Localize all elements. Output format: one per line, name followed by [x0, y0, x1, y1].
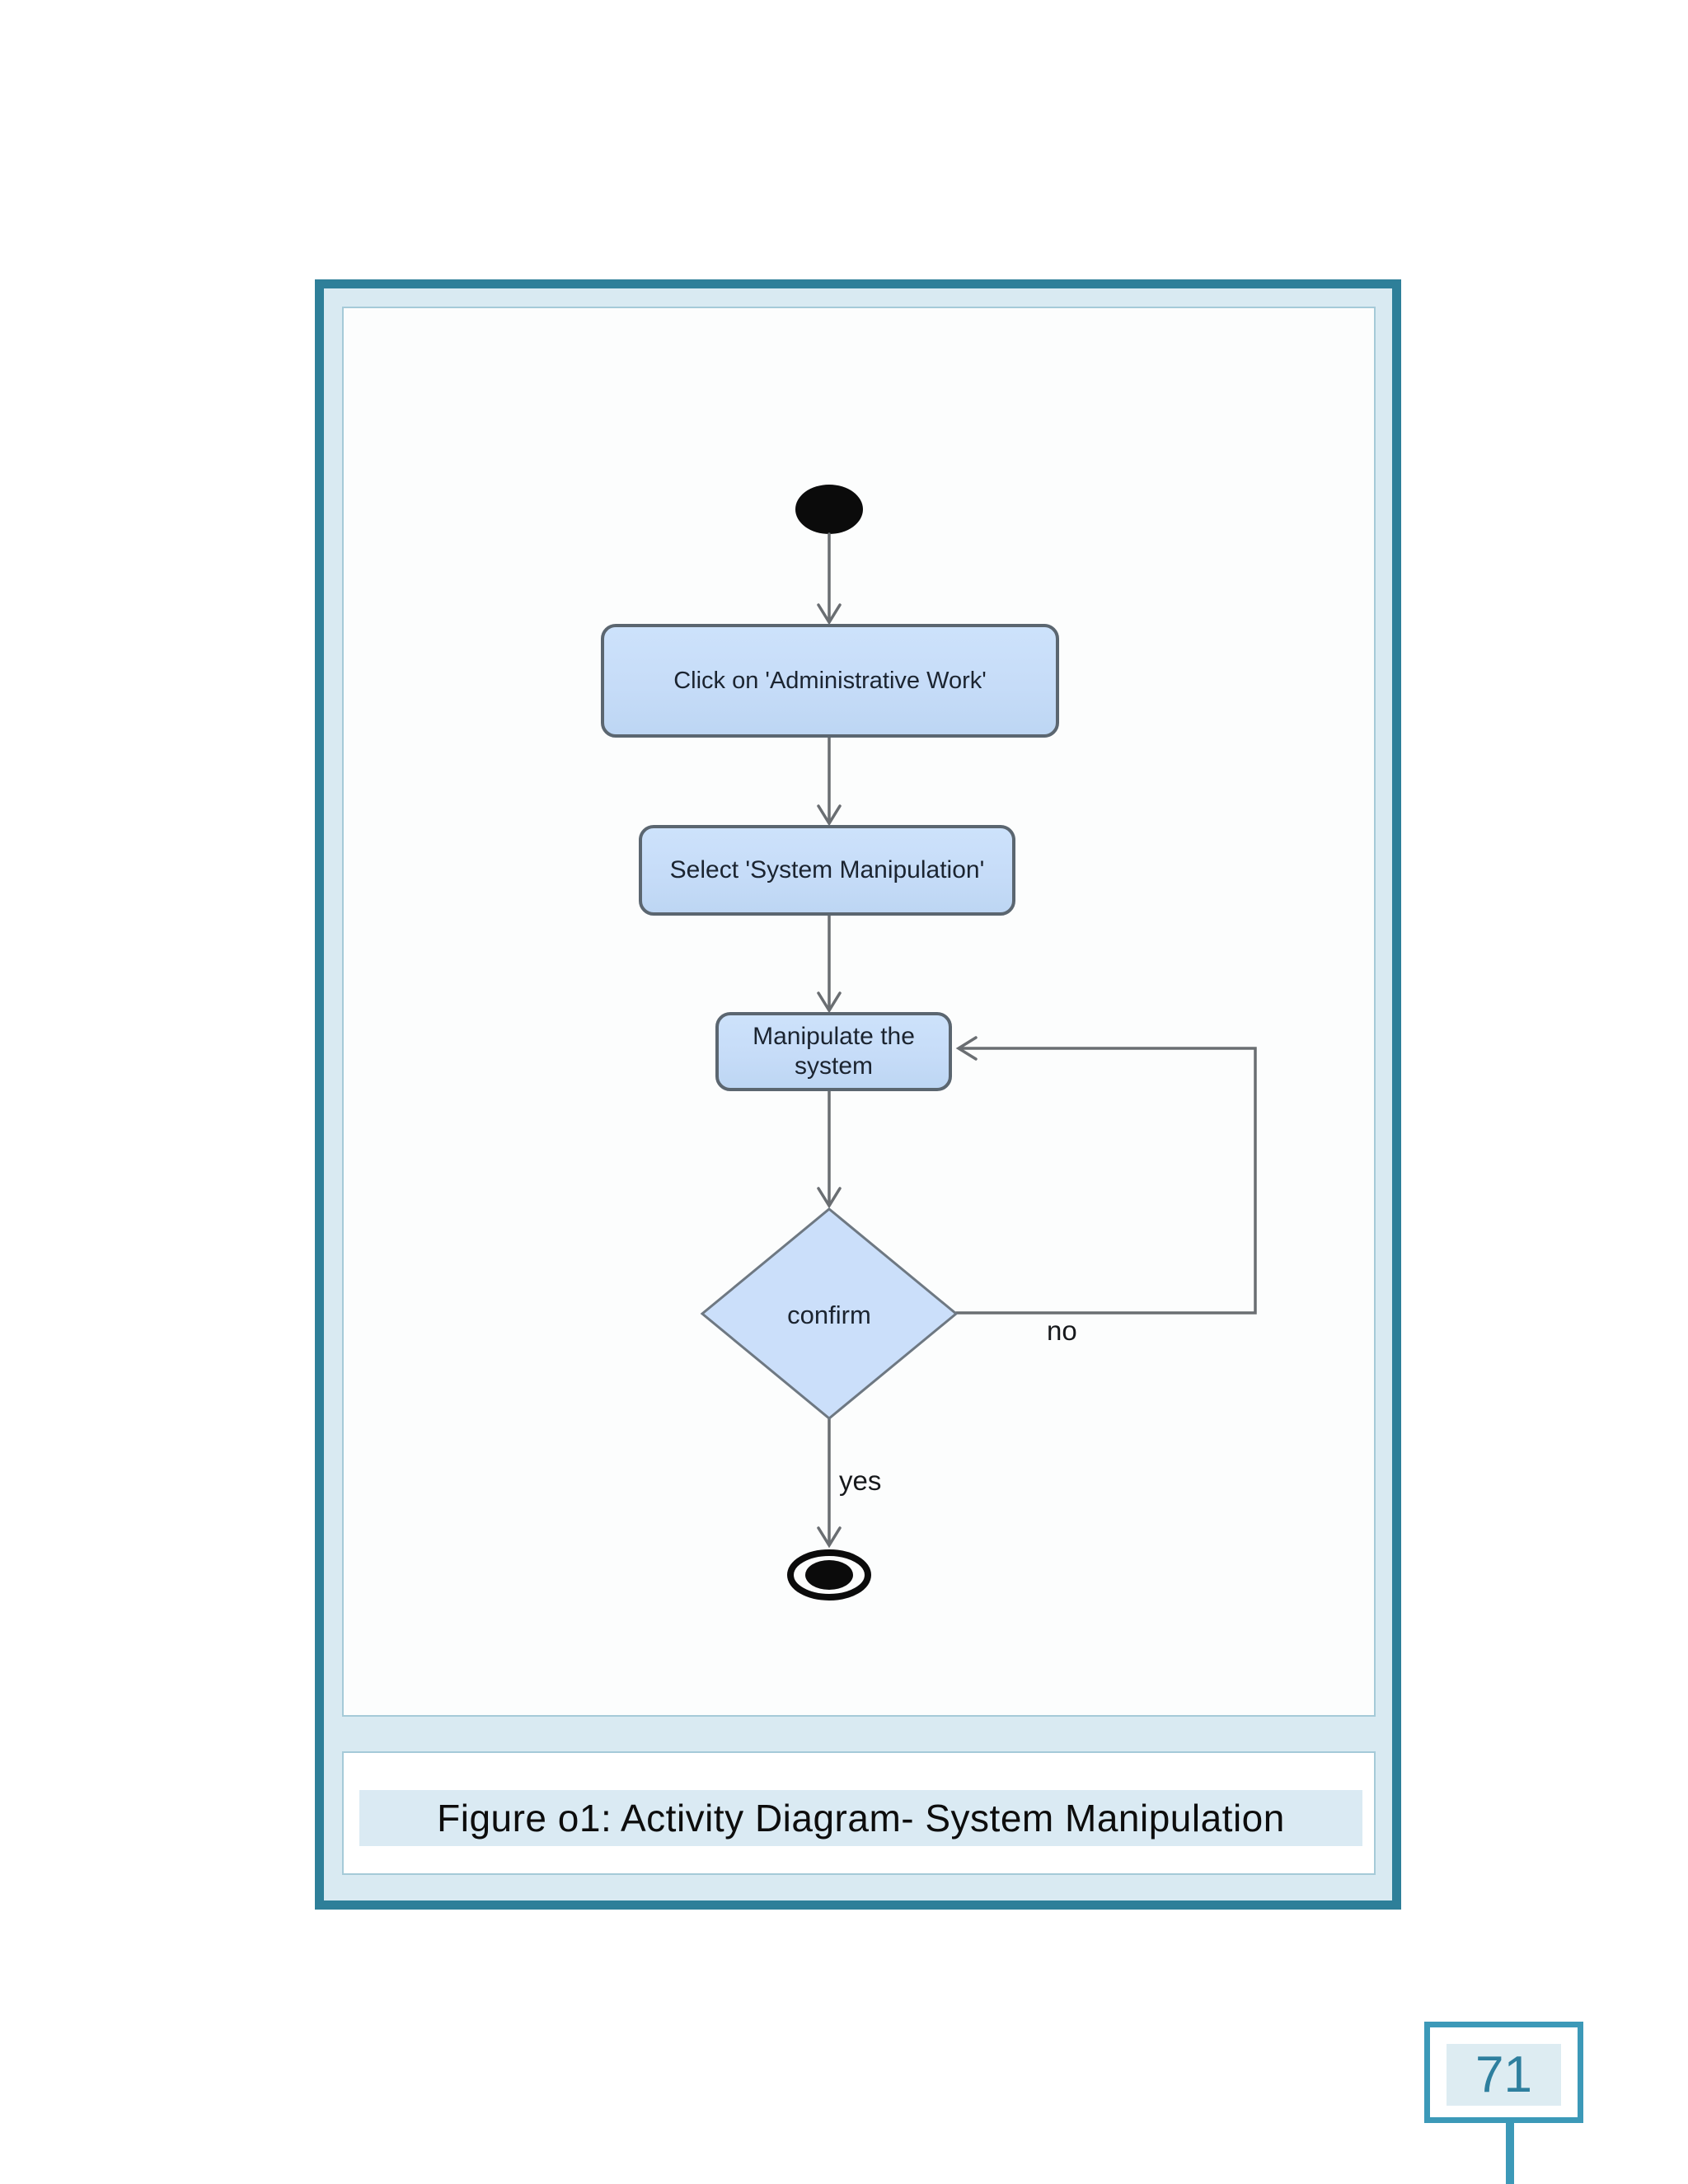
activity-node-label-line2: system: [794, 1052, 873, 1080]
decision-diamond: [700, 1207, 959, 1420]
arrowhead-action2: [817, 804, 842, 827]
page-number-stem: [1506, 2121, 1514, 2184]
activity-node-label: Manipulate the system: [753, 1022, 915, 1081]
final-node-core-icon: [805, 1560, 853, 1590]
figure-caption: Figure o1: Activity Diagram- System Mani…: [359, 1790, 1362, 1846]
figure-frame: Click on 'Administrative Work' Select 'S…: [315, 279, 1401, 1910]
arrowhead-action1: [817, 603, 842, 626]
initial-node-icon: [795, 485, 863, 534]
arrowhead-end: [817, 1526, 842, 1549]
edge-label-no: no: [1047, 1315, 1077, 1346]
activity-node-label-line1: Manipulate the: [753, 1023, 915, 1050]
arrowhead-action3: [817, 991, 842, 1014]
final-node-ring-icon: [787, 1549, 871, 1601]
connector-no-loop: [954, 1047, 1257, 1315]
edge-label-yes: yes: [839, 1465, 882, 1496]
activity-node-manipulate-the-system: Manipulate the system: [715, 1012, 952, 1091]
figure-caption-panel: Figure o1: Activity Diagram- System Mani…: [342, 1751, 1376, 1875]
diagram-panel: Click on 'Administrative Work' Select 'S…: [342, 307, 1376, 1717]
activity-node-select-system-manipulation: Select 'System Manipulation': [639, 825, 1015, 916]
connector-lines: [817, 532, 1257, 1549]
arrowhead-no-loop: [955, 1036, 978, 1061]
page-number: 71: [1447, 2044, 1561, 2106]
activity-node-click-administrative-work: Click on 'Administrative Work': [601, 624, 1059, 738]
flowchart-canvas: [700, 485, 1257, 1601]
activity-node-label: Click on 'Administrative Work': [673, 667, 987, 694]
decision-label: confirm: [787, 1301, 871, 1329]
arrowhead-decision: [817, 1187, 842, 1209]
activity-node-label: Select 'System Manipulation': [669, 856, 985, 883]
page-number-badge: 71: [1424, 2022, 1583, 2123]
